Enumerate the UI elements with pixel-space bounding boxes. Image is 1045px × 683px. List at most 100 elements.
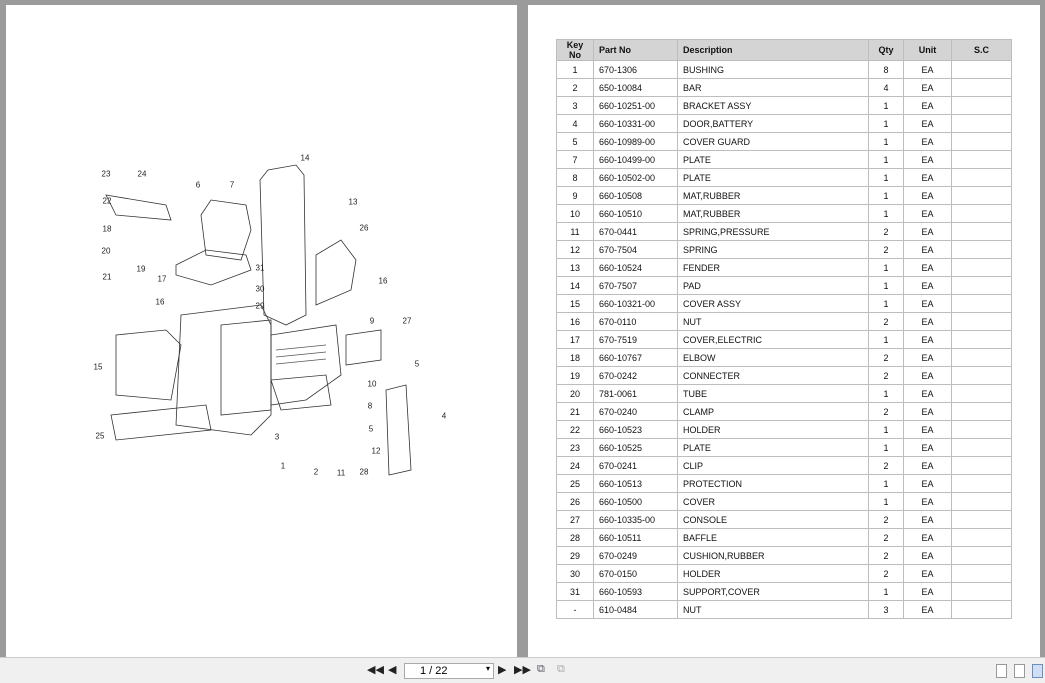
cell-key-no: 31 <box>556 582 594 601</box>
callout-label: 17 <box>157 274 167 284</box>
callout-label: 31 <box>255 263 265 273</box>
cell-unit: EA <box>903 348 952 367</box>
cell-part-no: 670-0242 <box>593 366 678 385</box>
callout-label: 15 <box>93 362 103 372</box>
first-page-icon[interactable]: ◀◀ <box>367 664 384 676</box>
cell-qty: 1 <box>868 186 904 205</box>
cell-sc <box>951 204 1012 223</box>
cell-unit: EA <box>903 258 952 277</box>
cell-part-no: 660-10331-00 <box>593 114 678 133</box>
single-page-view-icon[interactable] <box>996 664 1007 678</box>
cell-key-no: 8 <box>556 168 594 187</box>
cell-description: DOOR,BATTERY <box>677 114 869 133</box>
cell-description: PLATE <box>677 168 869 187</box>
cell-part-no: 660-10767 <box>593 348 678 367</box>
cell-sc <box>951 114 1012 133</box>
cell-key-no: 21 <box>556 402 594 421</box>
page-number-select[interactable]: 1 / 22 ▾ <box>404 663 494 679</box>
cell-key-no: 29 <box>556 546 594 565</box>
cell-unit: EA <box>903 222 952 241</box>
page-right-parts-list: Key No Part No Description Qty Unit S.C … <box>528 5 1040 657</box>
cell-description: TUBE <box>677 384 869 403</box>
callout-label: 9 <box>369 316 375 326</box>
cell-part-no: 670-7519 <box>593 330 678 349</box>
cell-key-no: - <box>556 600 594 619</box>
cell-key-no: 26 <box>556 492 594 511</box>
cell-part-no: 670-0110 <box>593 312 678 331</box>
cell-part-no: 670-1306 <box>593 60 678 79</box>
cell-part-no: 660-10593 <box>593 582 678 601</box>
cell-qty: 1 <box>868 114 904 133</box>
exploded-parts-diagram <box>105 164 412 476</box>
cell-qty: 1 <box>868 492 904 511</box>
cell-sc <box>951 150 1012 169</box>
cell-qty: 1 <box>868 474 904 493</box>
callout-label: 4 <box>441 411 447 421</box>
cell-part-no: 670-0150 <box>593 564 678 583</box>
callout-label: 20 <box>101 246 111 256</box>
next-page-icon[interactable]: ▶ <box>498 664 507 676</box>
cell-part-no: 660-10499-00 <box>593 150 678 169</box>
cell-unit: EA <box>903 474 952 493</box>
last-page-icon[interactable]: ▶▶ <box>514 664 531 676</box>
cell-part-no: 781-0061 <box>593 384 678 403</box>
cell-qty: 1 <box>868 438 904 457</box>
cell-sc <box>951 402 1012 421</box>
cell-unit: EA <box>903 294 952 313</box>
cell-unit: EA <box>903 600 952 619</box>
continuous-view-icon[interactable] <box>1014 664 1025 678</box>
cell-part-no: 660-10500 <box>593 492 678 511</box>
cell-description: PLATE <box>677 438 869 457</box>
callout-label: 7 <box>229 180 235 190</box>
cell-unit: EA <box>903 546 952 565</box>
callout-label: 18 <box>102 224 112 234</box>
cell-sc <box>951 510 1012 529</box>
rotate-page-icon[interactable]: ⧉ <box>537 663 545 675</box>
cell-sc <box>951 564 1012 583</box>
cell-key-no: 5 <box>556 132 594 151</box>
cell-sc <box>951 546 1012 565</box>
cell-part-no: 650-10084 <box>593 78 678 97</box>
cell-sc <box>951 168 1012 187</box>
cell-unit: EA <box>903 186 952 205</box>
two-page-view-icon[interactable] <box>1032 664 1043 678</box>
cell-qty: 8 <box>868 60 904 79</box>
cell-qty: 1 <box>868 150 904 169</box>
cell-unit: EA <box>903 132 952 151</box>
cell-sc <box>951 132 1012 151</box>
cell-description: SPRING <box>677 240 869 259</box>
callout-label: 3 <box>274 432 280 442</box>
cell-qty: 2 <box>868 348 904 367</box>
cell-qty: 2 <box>868 564 904 583</box>
callout-label: 16 <box>378 276 388 286</box>
cell-sc <box>951 240 1012 259</box>
cell-unit: EA <box>903 312 952 331</box>
rotate-alt-icon[interactable]: ⧉ <box>557 663 565 675</box>
cell-description: FENDER <box>677 258 869 277</box>
cell-qty: 2 <box>868 366 904 385</box>
cell-qty: 2 <box>868 528 904 547</box>
prev-page-icon[interactable]: ◀ <box>388 664 397 676</box>
cell-key-no: 23 <box>556 438 594 457</box>
callout-label: 28 <box>359 467 369 477</box>
callout-label: 23 <box>101 169 111 179</box>
cell-sc <box>951 258 1012 277</box>
cell-sc <box>951 438 1012 457</box>
cell-qty: 1 <box>868 96 904 115</box>
